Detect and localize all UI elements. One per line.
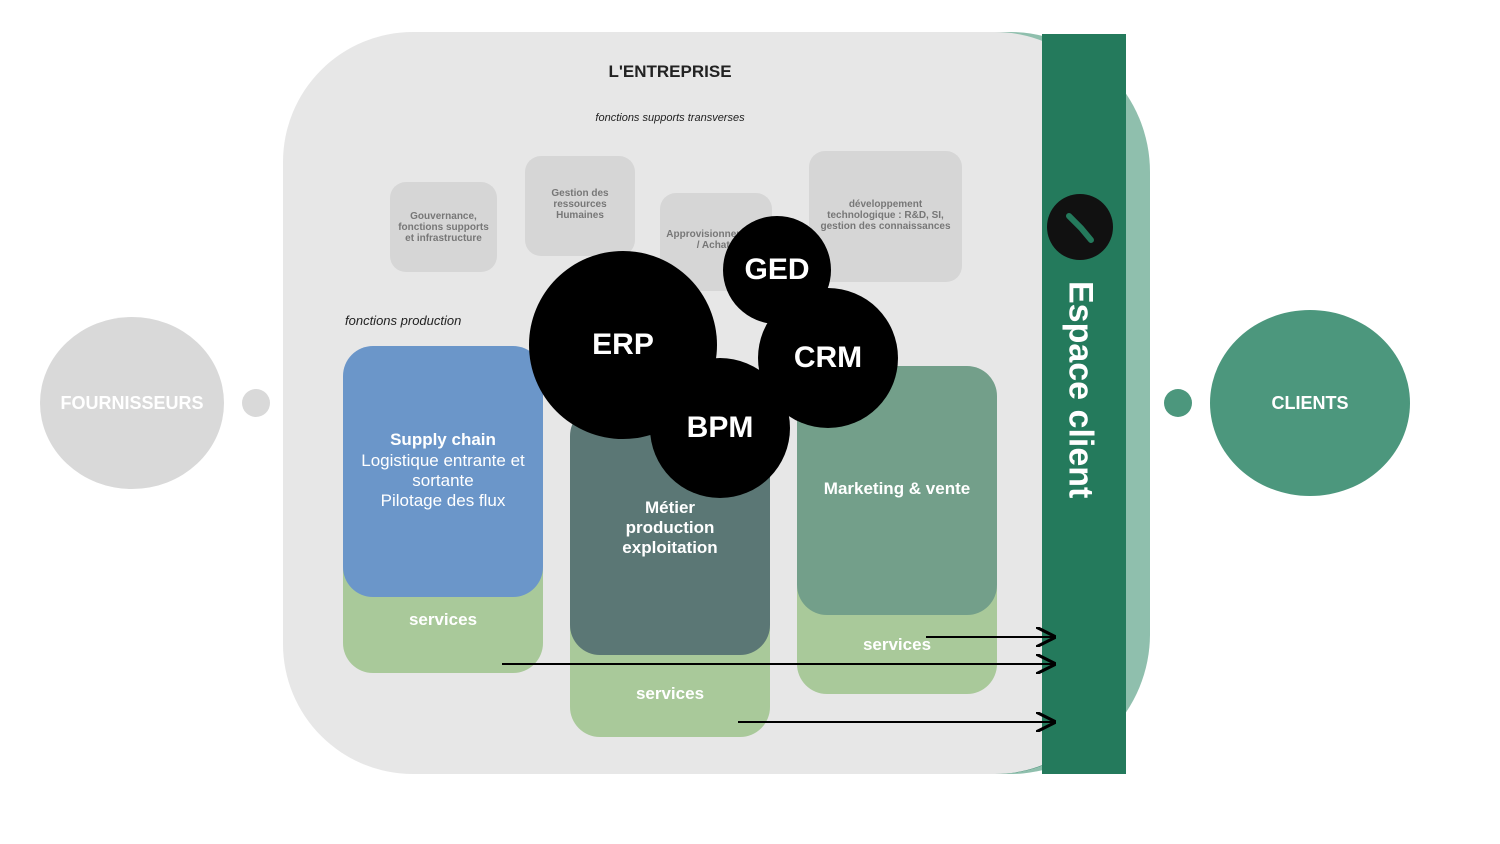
support-hr: Gestion des ressources Humaines (525, 156, 635, 256)
services-label: services (635, 684, 705, 703)
espace-client-label: Espace client (1061, 281, 1100, 499)
fournisseurs-circle: FOURNISSEURS (40, 317, 224, 489)
espace-client-strip (1042, 34, 1126, 774)
supply-chain-card: Supply chain Logistique entrante et sort… (343, 346, 543, 597)
fournisseurs-connector-dot (242, 389, 270, 417)
espace-client-logo (1047, 194, 1113, 260)
supply-chain-title: Supply chain (390, 430, 496, 449)
metier-label: Métier production exploitation (622, 498, 718, 557)
services-label: services (408, 610, 478, 629)
support-governance: Gouvernance, fonctions supports et infra… (390, 182, 497, 272)
support-functions-label: fonctions supports transverses (595, 112, 745, 124)
enterprise-title: L'ENTREPRISE (608, 62, 732, 81)
services-label: services (862, 635, 932, 654)
supply-chain-description: Logistique entrante et sortante Pilotage… (361, 451, 525, 510)
marketing-label: Marketing & vente (823, 479, 971, 498)
clients-connector-dot (1164, 389, 1192, 417)
logo-icon (1066, 213, 1094, 243)
clients-circle: CLIENTS (1210, 310, 1410, 496)
ged-bubble: GED (723, 216, 831, 324)
support-rnd: développement technologique : R&D, SI, g… (809, 151, 962, 282)
production-functions-label: fonctions production (345, 313, 462, 328)
